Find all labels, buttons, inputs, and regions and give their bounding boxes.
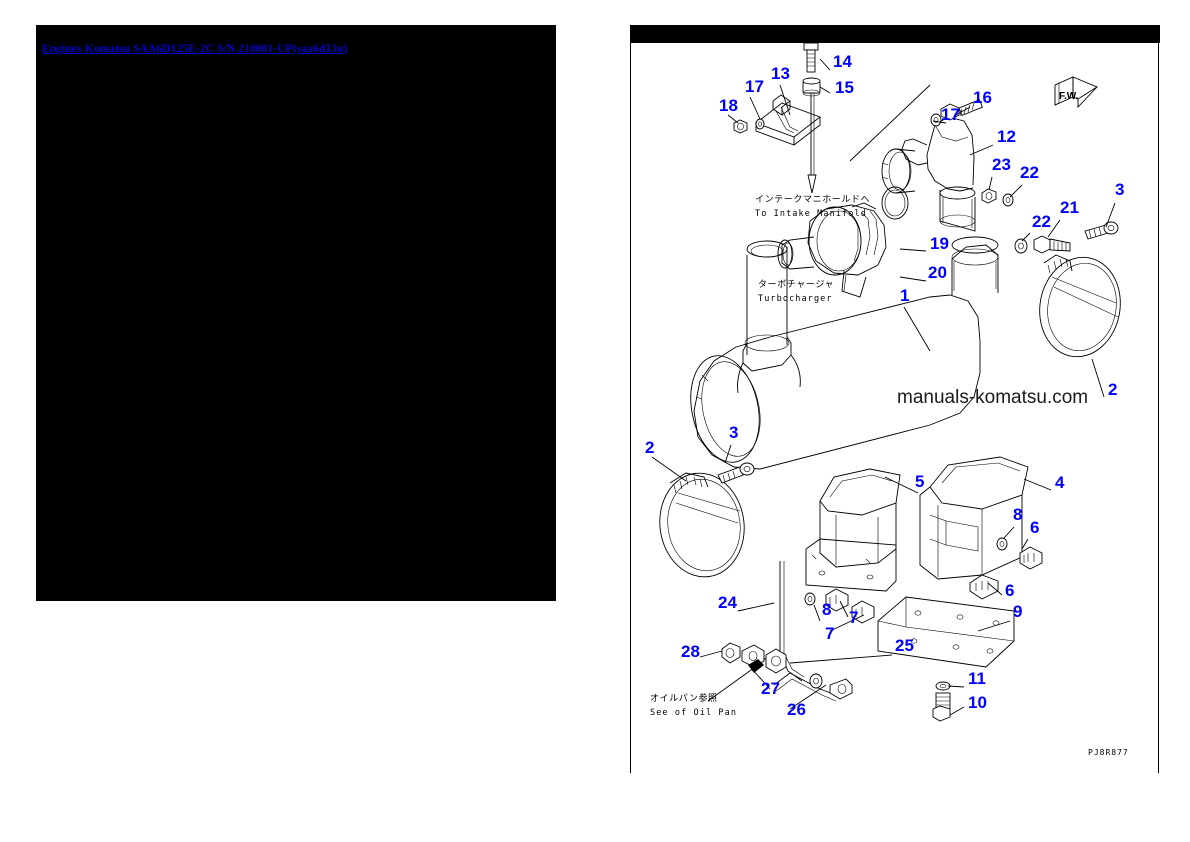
- bolt-21: [1033, 235, 1071, 254]
- drawing-number: PJ8R877: [1088, 748, 1129, 757]
- callout-14: 14: [833, 52, 852, 71]
- forward-direction-icon: F.W.: [1054, 76, 1098, 109]
- parts-assembly-illustration: F.W.: [630, 25, 1160, 773]
- callout-18: 18: [719, 96, 738, 115]
- washer-22-lower: [1014, 238, 1028, 254]
- diagram-header-bar: [630, 25, 1160, 43]
- sleeve-15: [802, 77, 821, 97]
- washer-26: [809, 673, 853, 700]
- callout-7-right: 7: [849, 608, 858, 627]
- callout-24: 24: [718, 593, 737, 612]
- callout-2-left: 2: [645, 438, 654, 457]
- nut-18: [733, 119, 748, 134]
- callout-16: 16: [973, 88, 992, 107]
- washer-8-right: [996, 537, 1008, 551]
- callout-26: 26: [787, 700, 806, 719]
- label-oil-pan-en: See of Oil Pan: [650, 708, 737, 718]
- callout-22-lower: 22: [1032, 212, 1051, 231]
- intake-tube: [807, 93, 817, 194]
- bracket-5: [805, 468, 901, 592]
- hose-clamp-2-right: [1039, 254, 1121, 358]
- document-viewer-panel: Engines Komatsu SAA6D125E-2C S/N 210001-…: [36, 25, 556, 601]
- callout-5: 5: [915, 472, 924, 491]
- callout-15: 15: [835, 78, 854, 97]
- main-air-duct-1: [690, 236, 999, 470]
- bolt-23: [981, 188, 997, 204]
- washer-17-right: [930, 113, 942, 127]
- bolt-7-right: [851, 600, 875, 624]
- callout-3-left: 3: [729, 423, 738, 442]
- bracket-4: [919, 456, 1029, 580]
- label-turbocharger-en: Turbocharger: [758, 294, 833, 304]
- bolt-10: [932, 692, 951, 722]
- label-see-of-oil-pan: オイルパン参照 See of Oil Pan: [650, 692, 737, 718]
- callout-8-right: 8: [1013, 505, 1022, 524]
- callout-13: 13: [771, 64, 790, 83]
- callout-4: 4: [1055, 473, 1065, 492]
- callout-6-lower: 6: [1005, 581, 1014, 600]
- callout-10: 10: [968, 693, 987, 712]
- callout-2-right: 2: [1108, 380, 1117, 399]
- site-watermark: manuals-komatsu.com: [897, 387, 1088, 408]
- callout-17-right: 17: [941, 105, 960, 124]
- callout-11: 11: [968, 669, 986, 688]
- callout-6-upper: 6: [1030, 518, 1039, 537]
- label-turbocharger: ターボチャージャ Turbocharger: [758, 279, 834, 304]
- callout-7-left: 7: [825, 624, 834, 643]
- nut-25: [765, 648, 787, 674]
- callout-numbers: 14 13 15 17 18 16 17 12 23 22 22 21 3 19…: [645, 52, 1124, 719]
- parts-diagram-panel: F.W.: [630, 25, 1160, 773]
- callout-21: 21: [1060, 198, 1079, 217]
- gasket-ring-19: [881, 186, 909, 220]
- label-oil-pan-jp: オイルパン参照: [650, 692, 718, 704]
- leader-lines: [651, 58, 1116, 716]
- bolt-3-upper: [1084, 221, 1119, 240]
- washer-8-left: [804, 592, 816, 606]
- callout-22-upper: 22: [1020, 163, 1039, 182]
- fw-label: F.W.: [1059, 91, 1079, 102]
- hose-clamp-2-left: [659, 472, 745, 578]
- washer-11: [935, 681, 951, 691]
- label-to-intake-manifold: インテークマニホールドへ To Intake Manifold: [755, 194, 870, 219]
- bracket-13: [755, 94, 821, 146]
- mounting-plate-9: [877, 596, 1015, 668]
- callout-27: 27: [761, 679, 780, 698]
- elbow-12: [881, 116, 976, 232]
- document-title-link[interactable]: Engines Komatsu SAA6D125E-2C S/N 210001-…: [42, 43, 348, 55]
- callout-9: 9: [1013, 602, 1022, 621]
- bolt-3-left: [717, 462, 755, 484]
- callout-25: 25: [895, 636, 914, 655]
- bolt-16: [940, 99, 983, 121]
- bolt-14: [803, 42, 819, 73]
- callout-20: 20: [928, 263, 947, 282]
- washer-17-left: [755, 118, 765, 130]
- diagram-frame-border: [630, 43, 1159, 773]
- label-turbocharger-jp: ターボチャージャ: [758, 279, 834, 290]
- callout-17-left: 17: [745, 77, 764, 96]
- label-intake-manifold-en: To Intake Manifold: [755, 209, 867, 219]
- callout-19: 19: [930, 234, 949, 253]
- callout-1: 1: [900, 286, 909, 305]
- bolt-6-upper: [1019, 546, 1043, 570]
- callout-8-left: 8: [822, 600, 831, 619]
- callout-23: 23: [992, 155, 1011, 174]
- callout-12: 12: [997, 127, 1016, 146]
- callout-3-upper: 3: [1115, 180, 1124, 199]
- label-intake-manifold-jp: インテークマニホールドへ: [755, 194, 870, 205]
- callout-28: 28: [681, 642, 700, 661]
- bolt-6-lower: [969, 574, 999, 600]
